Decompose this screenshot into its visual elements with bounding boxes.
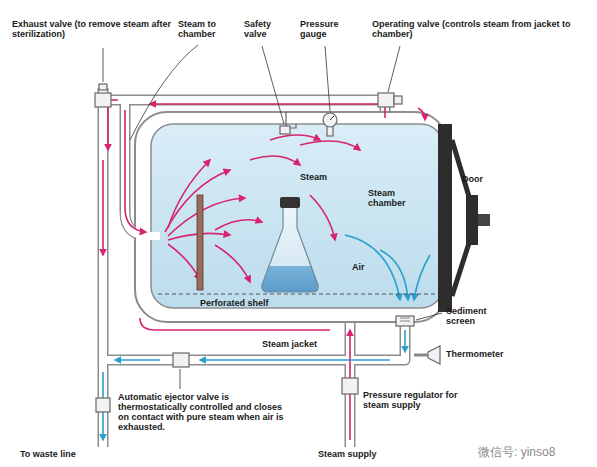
- part-label: Pressure regulator for steam supply: [363, 390, 478, 410]
- watermark: 微信号: yinso8: [478, 446, 555, 459]
- valve-label: Operating valve (controls steam from jac…: [372, 19, 590, 39]
- pipe-label: To waste line: [20, 449, 76, 459]
- door-label: Door: [462, 174, 483, 184]
- pipe-label: Steam to chamber: [178, 19, 240, 39]
- flow-label: Air: [352, 262, 365, 272]
- part-label: Thermometer: [446, 349, 504, 359]
- part-label: Steam jacket: [262, 339, 317, 349]
- note-label: Automatic ejector valve is thermostatica…: [118, 392, 293, 432]
- part-label: Sediment screen: [446, 306, 506, 326]
- gauge-label: Pressure gauge: [300, 19, 352, 39]
- pipe-label: Steam supply: [318, 449, 377, 459]
- part-label: Perforated shelf: [200, 298, 269, 308]
- valve-label: Exhaust valve (to remove steam after ste…: [12, 19, 187, 39]
- region-label: Steam: [300, 172, 327, 182]
- region-label: Steam chamber: [368, 188, 418, 208]
- valve-label: Safety valve: [244, 19, 288, 39]
